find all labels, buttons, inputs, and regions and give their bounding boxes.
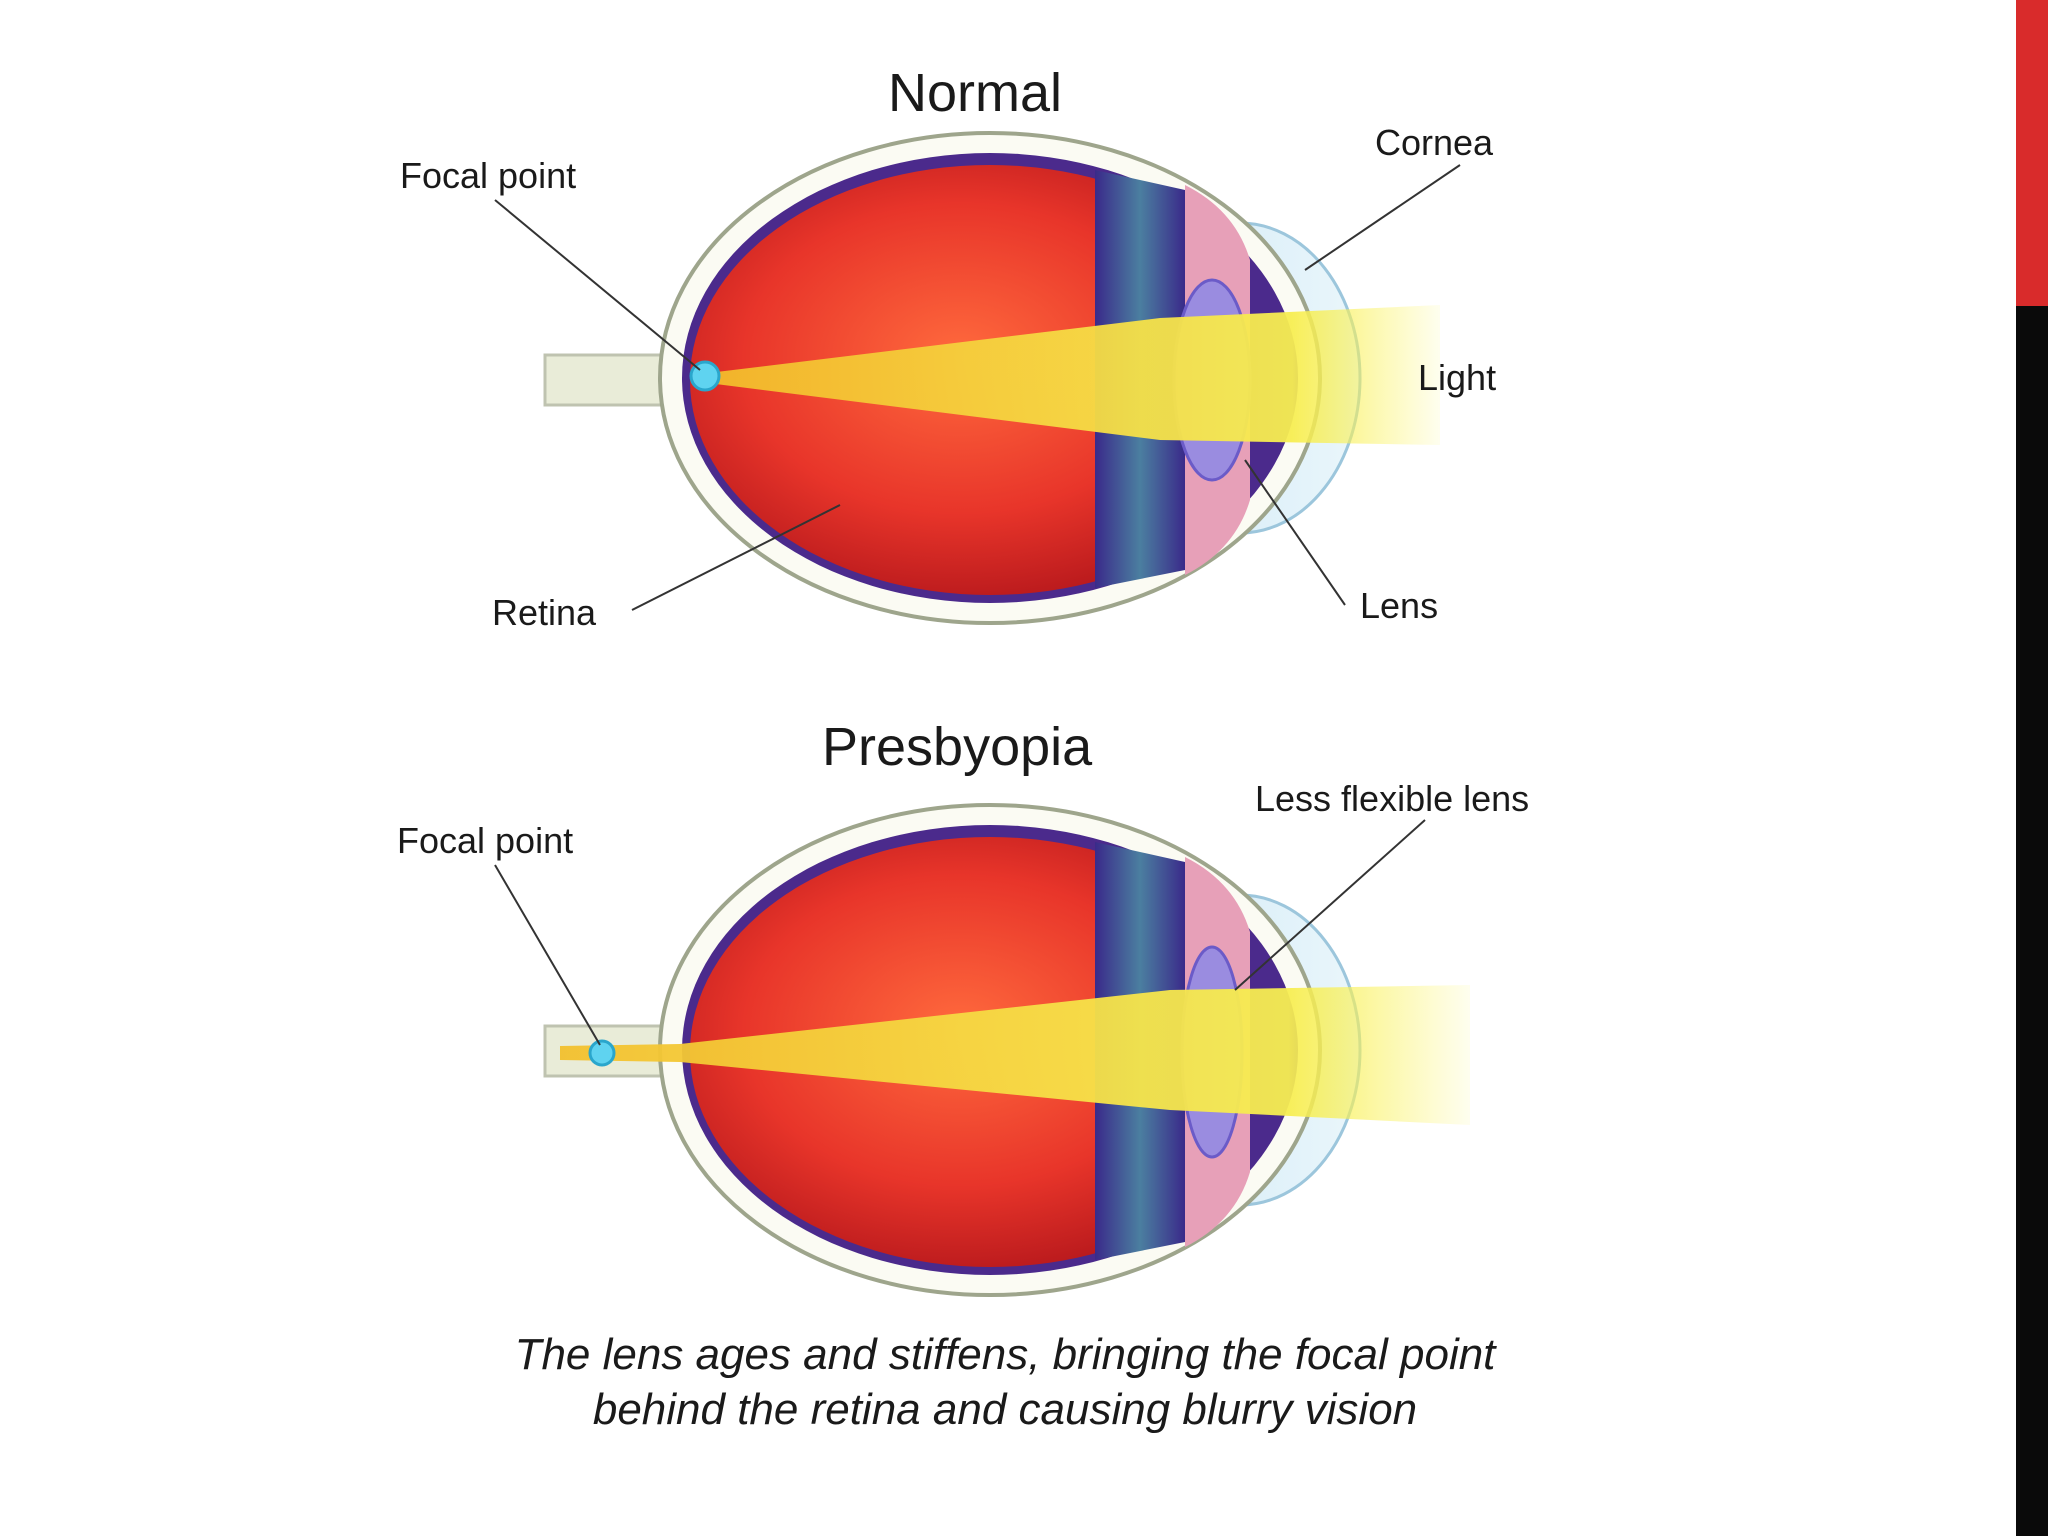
accent-bar-red	[2016, 0, 2048, 306]
caption-line-2: behind the retina and causing blurry vis…	[250, 1385, 1760, 1435]
label-focal-point: Focal point	[400, 155, 576, 197]
presbyopia-title: Presbyopia	[822, 716, 1092, 778]
leader-focal-point	[495, 200, 700, 370]
optic-nerve	[545, 355, 670, 405]
normal-eye	[495, 133, 1460, 623]
leader-cornea	[1305, 165, 1460, 270]
accent-bar-black	[2016, 306, 2048, 1536]
label-focal-point: Focal point	[397, 820, 573, 862]
caption-line-1: The lens ages and stiffens, bringing the…	[250, 1330, 1760, 1380]
label-retina: Retina	[492, 592, 596, 634]
label-less-flexible-lens: Less flexible lens	[1255, 778, 1529, 820]
leader-focal-point	[495, 865, 600, 1045]
label-cornea: Cornea	[1375, 122, 1493, 164]
normal-title: Normal	[888, 62, 1062, 124]
label-light: Light	[1418, 357, 1496, 399]
focal-point-dot	[590, 1041, 614, 1065]
label-lens: Lens	[1360, 585, 1438, 627]
presbyopia-eye	[495, 805, 1470, 1295]
